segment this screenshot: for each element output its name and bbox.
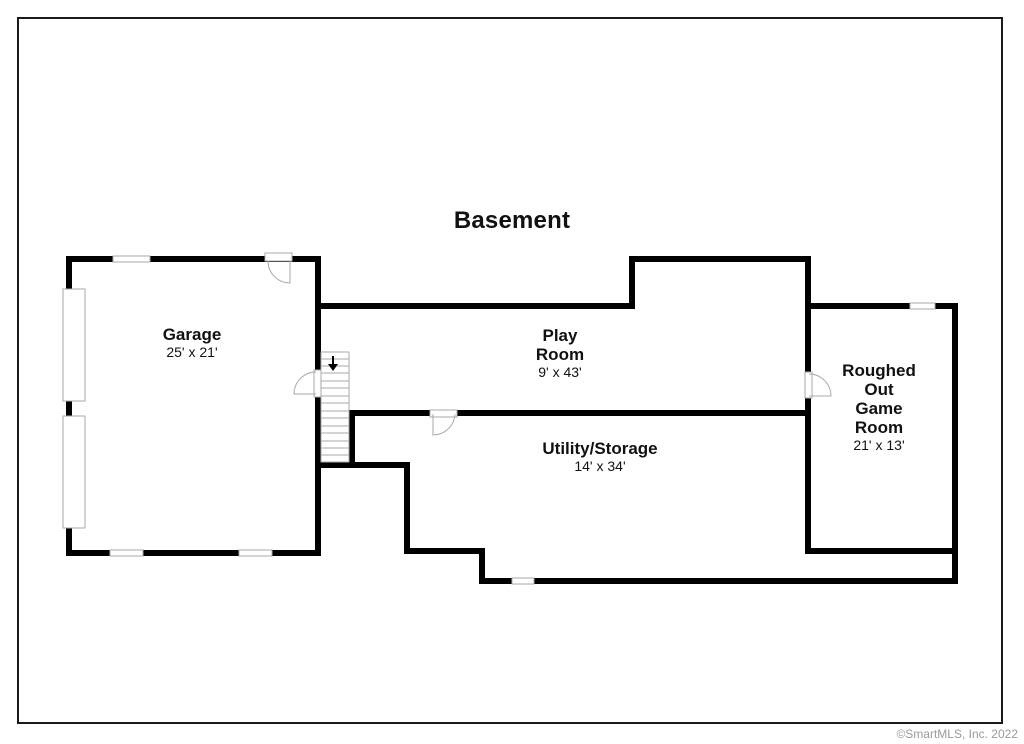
room-name: Out (864, 380, 894, 399)
room-name: Room (535, 345, 585, 364)
room-name: Roughed (842, 361, 916, 380)
walls (66, 256, 958, 584)
floor-title: Basement (453, 207, 571, 234)
window-icon (62, 255, 936, 585)
room-name: Room (854, 418, 904, 437)
room-name: Game (855, 399, 903, 418)
stairs-icon (320, 351, 350, 463)
room-dimensions: 9' x 43' (538, 364, 582, 380)
room-label-garage: Garage 25' x 21' (142, 325, 242, 360)
room-dimensions: 25' x 21' (166, 344, 218, 360)
room-label-game-room: Roughed Out Game Room 21' x 13' (826, 361, 932, 453)
room-dimensions: 14' x 34' (574, 458, 626, 474)
room-dimensions: 21' x 13' (853, 437, 905, 453)
door-icon (264, 252, 832, 436)
room-label-utility-storage: Utility/Storage 14' x 34' (520, 439, 680, 474)
copyright-watermark: ©SmartMLS, Inc. 2022 (896, 727, 1018, 741)
room-name: Play (542, 326, 578, 345)
room-name: Utility/Storage (542, 439, 658, 458)
floor-plan-frame (17, 17, 1003, 724)
room-label-play-room: Play Room 9' x 43' (510, 326, 610, 380)
room-name: Garage (162, 325, 222, 344)
stairs-down-arrow-icon (328, 356, 338, 371)
